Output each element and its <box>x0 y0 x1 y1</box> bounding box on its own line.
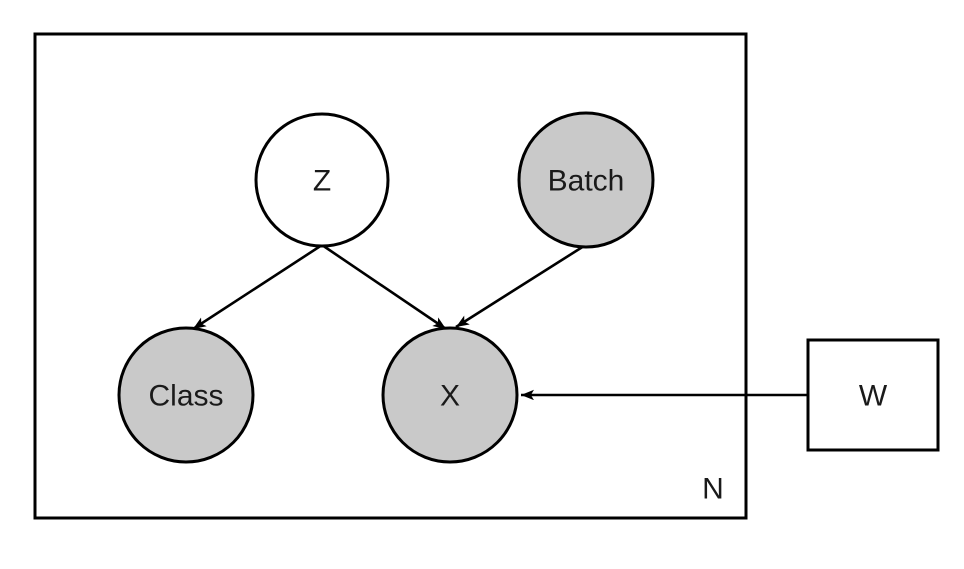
node-w-label: W <box>859 380 888 413</box>
node-batch-circle <box>517 111 655 249</box>
node-class-circle <box>117 326 255 464</box>
plate-boundary <box>33 32 748 520</box>
edge-z-to-class-arrow <box>192 243 323 331</box>
node-x-circle <box>381 326 519 464</box>
edge-batch-to-x-arrow <box>455 244 585 329</box>
edge-z-to-x-arrow <box>321 243 447 331</box>
node-z-label: Z <box>313 165 331 198</box>
plate-label: N <box>702 473 724 506</box>
node-z-circle <box>254 112 390 248</box>
node-w-square <box>806 338 940 452</box>
node-batch-label: Batch <box>548 165 625 198</box>
node-class-label: Class <box>148 380 223 413</box>
node-x-label: X <box>440 380 460 413</box>
